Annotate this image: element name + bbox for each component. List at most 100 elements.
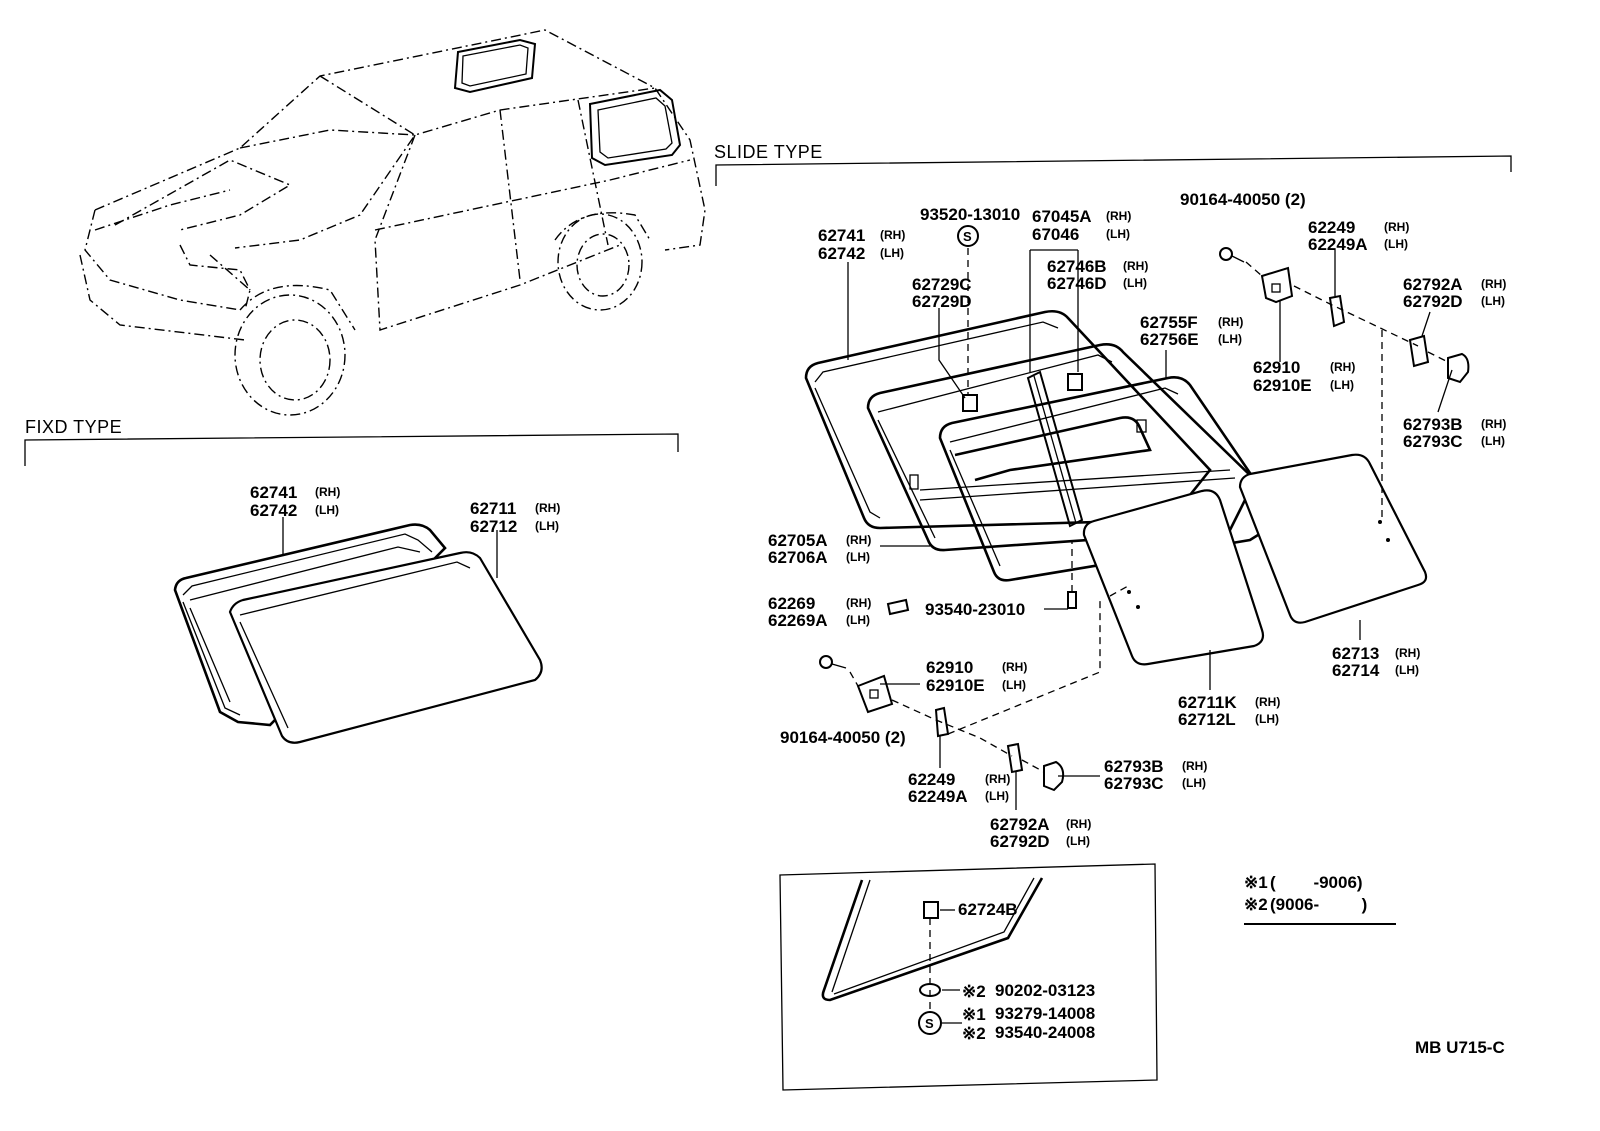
latch-top-icon — [1260, 266, 1294, 304]
slide-weather-rh-suffix: (RH) — [846, 533, 871, 547]
slide-latch-low-rh-suffix: (RH) — [1002, 660, 1027, 674]
slide-run-rh-suffix: (RH) — [1106, 209, 1131, 223]
legend-row2-mark: ※2 — [1244, 895, 1268, 914]
slide-hinge-lh: 62249A — [1308, 235, 1368, 254]
fixed-type-parts: 62741 (RH) 62742 (LH) 62711 (RH) 62712 (… — [173, 483, 560, 744]
diagram-code: MB U715-C — [1415, 1038, 1505, 1057]
slide-run-lh-suffix: (LH) — [1106, 227, 1130, 241]
slide-knob-top-rh: 62793B — [1403, 415, 1463, 434]
catch-icon — [1067, 373, 1083, 391]
inset-screw-1: 93279-14008 — [995, 1004, 1095, 1023]
slide-glass-rear-rh: 62713 — [1332, 644, 1379, 663]
inset-mark1: ※1 — [962, 1005, 986, 1024]
clip-icon — [886, 598, 910, 616]
screw-mid-icon — [1067, 591, 1077, 609]
slide-glass-rear-rh-suffix: (RH) — [1395, 646, 1420, 660]
bolt-low-icon — [819, 655, 833, 669]
fixed-glass-rh: 62711 — [470, 499, 516, 518]
lock-top-icon — [1408, 334, 1430, 368]
slide-lock-low-rh-suffix: (RH) — [1066, 817, 1091, 831]
slide-latch-low-lh-suffix: (LH) — [1002, 678, 1026, 692]
fixed-glass-rh-suffix: (RH) — [535, 501, 560, 515]
slide-lock-lh: 62792D — [1403, 292, 1463, 311]
slide-stop-b: 62729D — [912, 292, 972, 311]
slide-glass-mid-lh: 62712L — [1178, 710, 1236, 729]
slide-knob-top-lh-suffix: (LH) — [1481, 434, 1505, 448]
slide-sash-lh-suffix: (LH) — [1218, 332, 1242, 346]
slide-frame-rh: 62741 — [818, 226, 865, 245]
slide-hinge-lh-suffix: (LH) — [1384, 237, 1408, 251]
slide-weather-lh-suffix: (LH) — [846, 550, 870, 564]
fixed-frame-lh: 62742 — [250, 501, 297, 520]
slide-latch-low-lh: 62910E — [926, 676, 985, 695]
fixed-frame-rh-suffix: (RH) — [315, 485, 340, 499]
slide-clip-rh: 62269 — [768, 594, 815, 613]
slide-knob-low-rh: 62793B — [1104, 757, 1164, 776]
s-mark-inset: S — [925, 1016, 934, 1031]
slide-latch-top-lh-suffix: (LH) — [1330, 378, 1354, 392]
slide-weather-rh: 62705A — [768, 531, 828, 550]
slide-weather-lh: 62706A — [768, 548, 828, 567]
slide-run-rh: 67045A — [1032, 207, 1092, 226]
slide-screw-mid: 93540-23010 — [925, 600, 1025, 619]
knob-low-icon — [1043, 760, 1065, 792]
slide-glass-rear-lh-suffix: (LH) — [1395, 663, 1419, 677]
fixed-frame-lh-suffix: (LH) — [315, 503, 339, 517]
slide-clip-lh: 62269A — [768, 611, 828, 630]
slide-latch-top-lh: 62910E — [1253, 376, 1312, 395]
slide-lock-low-lh-suffix: (LH) — [1066, 834, 1090, 848]
slide-lock-low-lh: 62792D — [990, 832, 1050, 851]
slide-screw-top: 93520-13010 — [920, 205, 1020, 224]
slide-glass-mid-rh-suffix: (RH) — [1255, 695, 1280, 709]
slide-knob-low-rh-suffix: (RH) — [1182, 759, 1207, 773]
fixed-type-heading: FIXD TYPE — [25, 417, 122, 437]
legend-row2-value: (9006- ) — [1270, 895, 1367, 914]
slide-hinge-low-rh-suffix: (RH) — [985, 772, 1010, 786]
inset-mark2-screw: ※2 — [962, 1024, 986, 1043]
fixed-type-bracket: FIXD TYPE — [24, 417, 679, 466]
s-mark-icon — [957, 225, 979, 247]
s-mark-inset-icon — [918, 1011, 942, 1035]
slide-catch-lh: 62746D — [1047, 274, 1107, 293]
slide-frame-rh-suffix: (RH) — [880, 228, 905, 242]
slide-type-bracket: SLIDE TYPE — [714, 142, 1512, 186]
slide-hinge-rh-suffix: (RH) — [1384, 220, 1409, 234]
slide-lock-lh-suffix: (LH) — [1481, 294, 1505, 308]
slide-glass-mid-rh: 62711K — [1178, 693, 1237, 712]
slide-stop-a: 62729C — [912, 275, 972, 294]
slide-clip-rh-suffix: (RH) — [846, 596, 871, 610]
slide-knob-top-lh: 62793C — [1403, 432, 1463, 451]
slide-sash-rh: 62755F — [1140, 313, 1198, 332]
slide-glass-mid-lh-suffix: (LH) — [1255, 712, 1279, 726]
slide-knob-low-lh-suffix: (LH) — [1182, 776, 1206, 790]
slide-glass-rear-lh: 62714 — [1332, 661, 1380, 680]
fixed-frame-rh: 62741 — [250, 483, 297, 502]
slide-knob-top-rh-suffix: (RH) — [1481, 417, 1506, 431]
slide-bolt-low: 90164-40050 (2) — [780, 728, 906, 747]
fixed-glass-lh: 62712 — [470, 517, 517, 536]
slide-hinge-low-lh: 62249A — [908, 787, 968, 806]
slide-lock-rh-suffix: (RH) — [1481, 277, 1506, 291]
stopper-inset-icon — [923, 901, 939, 919]
slide-hinge-low-rh: 62249 — [908, 770, 955, 789]
slide-run-lh: 67046 — [1032, 225, 1079, 244]
slide-hinge-rh: 62249 — [1308, 218, 1355, 237]
slide-sash-rh-suffix: (RH) — [1218, 315, 1243, 329]
slide-hinge-low-lh-suffix: (LH) — [985, 789, 1009, 803]
slide-type-heading: SLIDE TYPE — [714, 142, 823, 162]
slide-latch-top-rh-suffix: (RH) — [1330, 360, 1355, 374]
inset-stopper: 62724B — [958, 900, 1018, 919]
legend: ※1 ( -9006) ※2 (9006- ) — [1244, 873, 1396, 925]
slide-catch-lh-suffix: (LH) — [1123, 276, 1147, 290]
slide-frame-lh: 62742 — [818, 244, 865, 263]
inset-washer: 90202-03123 — [995, 981, 1095, 1000]
slide-sash-lh: 62756E — [1140, 330, 1199, 349]
inset-screw-2: 93540-24008 — [995, 1023, 1095, 1042]
slide-lock-rh: 62792A — [1403, 275, 1463, 294]
lock-low-icon — [1006, 742, 1024, 774]
inset-mark2-washer: ※2 — [962, 982, 986, 1001]
latch-low-icon — [856, 674, 894, 714]
vehicle-illustration — [79, 29, 706, 416]
